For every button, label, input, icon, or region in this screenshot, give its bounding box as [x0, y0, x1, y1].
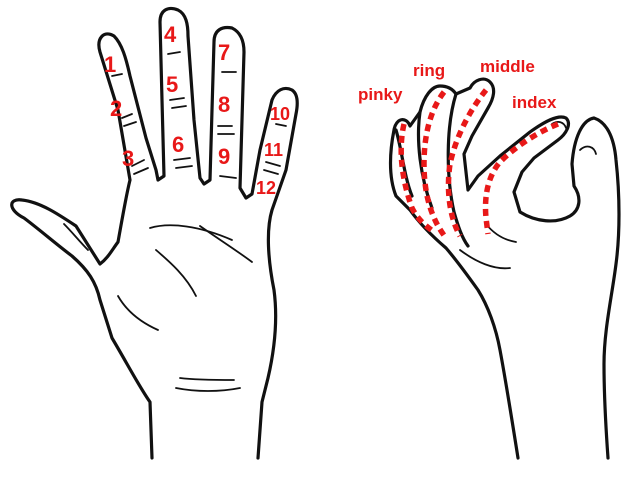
segment-label-1: 1	[104, 52, 116, 77]
ring-dotted-path	[424, 92, 446, 238]
knuckle-crease	[266, 162, 280, 166]
wrist-crease-1	[180, 378, 234, 380]
knuckle-crease	[176, 166, 192, 168]
knuckle-crease	[174, 158, 190, 160]
segment-label-6: 6	[172, 132, 184, 157]
knuckle-crease	[276, 124, 286, 126]
knuckle-crease	[122, 114, 132, 118]
middle-dotted-path	[448, 90, 486, 236]
palm-line	[118, 296, 158, 330]
knuckle-crease	[168, 52, 180, 54]
open-hand-outline	[12, 9, 297, 459]
knuckle-crease	[220, 176, 236, 178]
knuckle-crease	[264, 170, 278, 174]
palm-crease-lower	[200, 226, 252, 262]
knuckle-crease	[172, 106, 186, 108]
wrist-crease-2	[176, 388, 240, 391]
segment-label-8: 8	[218, 92, 230, 117]
segment-label-7: 7	[218, 40, 230, 65]
segment-label-10: 10	[270, 104, 290, 124]
thumb-nail	[580, 147, 596, 154]
palm-crease-upper	[150, 225, 232, 240]
label-ring: ring	[413, 61, 445, 80]
pinch-hand: pinky ring middle index	[358, 57, 619, 458]
segment-label-2: 2	[110, 96, 122, 121]
label-index: index	[512, 93, 557, 112]
label-pinky: pinky	[358, 85, 403, 104]
segment-numbers: 1 2 3 4 5 6 7 8 9 10 11 12	[104, 22, 290, 198]
segment-label-11: 11	[264, 140, 283, 160]
segment-label-12: 12	[256, 178, 276, 198]
segment-label-9: 9	[218, 144, 230, 169]
open-hand: 1 2 3 4 5 6 7 8 9 10 11 12	[12, 9, 297, 459]
knuckle-crease	[134, 168, 148, 174]
palm-crease-middle	[156, 250, 196, 296]
knuckle-crease	[170, 98, 184, 100]
finger-labels: pinky ring middle index	[358, 57, 557, 112]
segment-label-3: 3	[122, 146, 134, 171]
segment-label-5: 5	[166, 72, 178, 97]
knuckle-crease	[124, 122, 136, 126]
palm-fold	[460, 250, 510, 268]
label-middle: middle	[480, 57, 535, 76]
segment-label-4: 4	[164, 22, 177, 47]
